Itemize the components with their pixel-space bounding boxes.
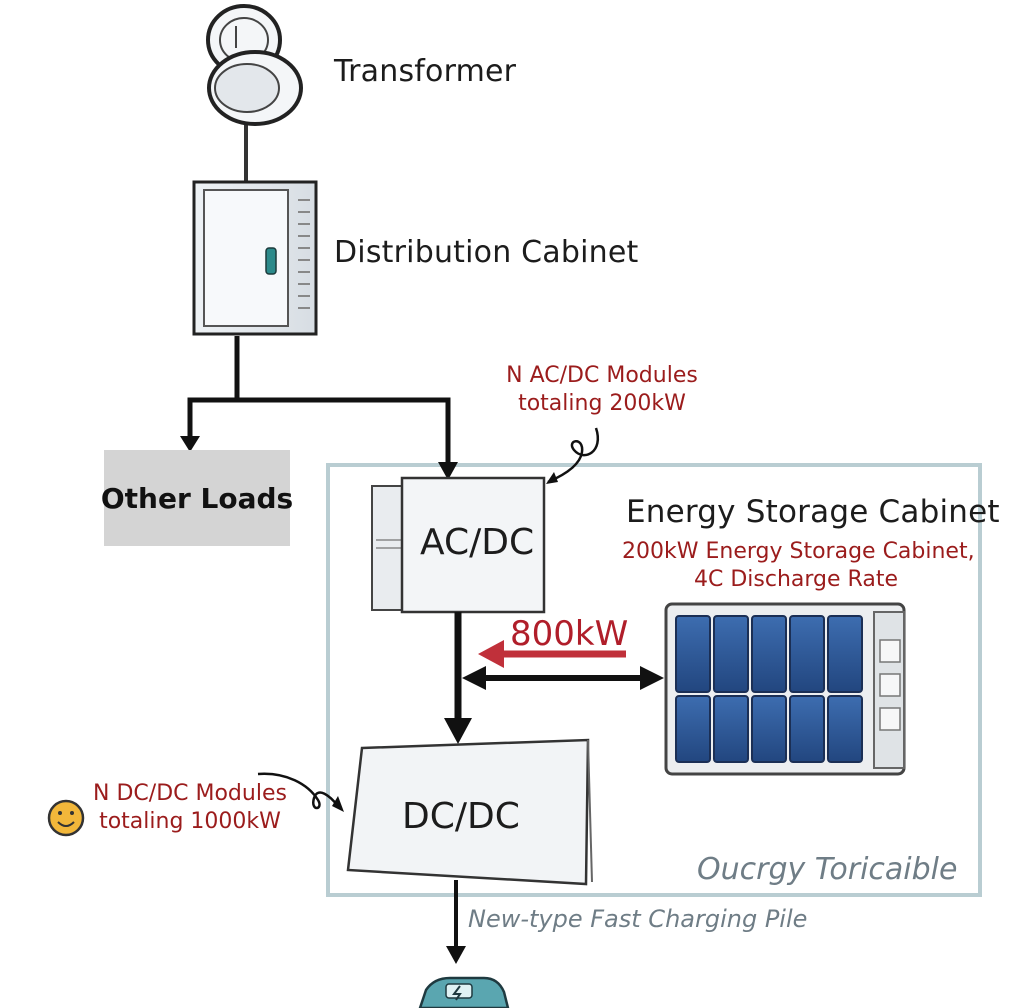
- energy-storage-subtitle: 200kW Energy Storage Cabinet, 4C Dischar…: [622, 538, 975, 594]
- arrow-to-acdc: [438, 462, 458, 480]
- dcdc-modules-line2: totaling 1000kW: [99, 809, 281, 834]
- acdc-modules-line2: totaling 200kW: [518, 391, 686, 416]
- electric-car-icon: [418, 976, 510, 1008]
- charging-pile-label: New-type Fast Charging Pile: [468, 905, 808, 933]
- acdc-modules-annotation: N AC/DC Modules totaling 200kW: [492, 362, 712, 418]
- arrow-to-dcdc: [444, 718, 472, 744]
- other-loads-label: Other Loads: [100, 481, 294, 515]
- energy-storage-title: Energy Storage Cabinet: [626, 494, 1000, 530]
- flow-800kw-label: 800kW: [510, 614, 629, 654]
- acdc-label: AC/DC: [420, 522, 535, 563]
- acdc-modules-line1: N AC/DC Modules: [506, 363, 698, 388]
- arrow-to-other-loads: [180, 436, 200, 452]
- esc-sub-line2: 4C Discharge Rate: [694, 567, 898, 592]
- battery-cabinet-icon: [664, 602, 906, 776]
- transformer-label: Transformer: [334, 54, 517, 89]
- bidirectional-arrow-right: [640, 666, 664, 690]
- arrow-to-pile: [446, 946, 466, 964]
- distribution-cabinet-label: Distribution Cabinet: [334, 235, 639, 270]
- smiley-icon: [47, 799, 85, 837]
- acdc-module-box: [371, 476, 546, 614]
- dcdc-label-pointer: [257, 772, 339, 810]
- dcdc-modules-line1: N DC/DC Modules: [93, 781, 287, 806]
- energy-storage-container: [326, 463, 982, 897]
- container-caption: Oucrgy Toricaible: [697, 852, 958, 887]
- dcdc-module-box: [346, 738, 593, 886]
- dcdc-label: DC/DC: [402, 796, 520, 837]
- esc-sub-line1: 200kW Energy Storage Cabinet,: [622, 539, 975, 564]
- transformer-icon: [206, 4, 303, 182]
- arrow-800kw: [478, 640, 504, 668]
- other-loads-box: [104, 450, 290, 546]
- feed-lines: [187, 336, 451, 474]
- distribution-cabinet-icon: [192, 180, 318, 336]
- dcdc-modules-annotation: N DC/DC Modules totaling 1000kW: [90, 780, 290, 836]
- acdc-label-pointer: [547, 427, 600, 484]
- bidirectional-arrow-left: [462, 666, 486, 690]
